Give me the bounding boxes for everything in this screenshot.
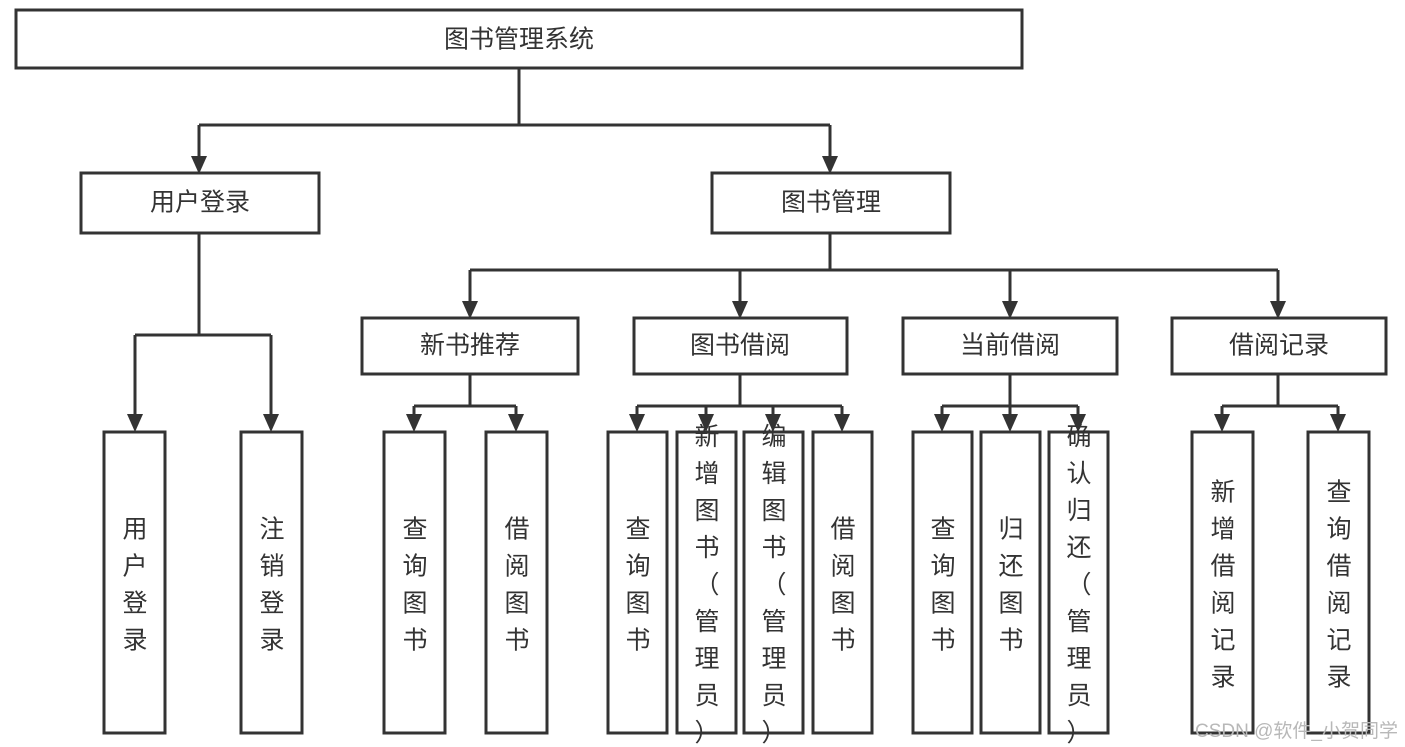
arrowhead-leaf-user-login <box>127 414 143 432</box>
arrowhead-user-login <box>191 156 207 174</box>
node-book-borrow-box[interactable] <box>632 316 849 376</box>
node-user-login-box[interactable] <box>79 171 321 235</box>
node-leaf-edit-book[interactable]: 编辑图书（管理员） <box>742 423 805 747</box>
arrowhead-leaf-borrow-book-2 <box>834 414 850 432</box>
arrowhead-leaf-query-book-2 <box>629 414 645 432</box>
node-leaf-user-login[interactable]: 用户登录 <box>102 430 167 735</box>
arrowhead-leaf-confirm-return <box>1070 414 1086 432</box>
node-root-label: 图书管理系统 <box>444 26 594 54</box>
node-leaf-add-book[interactable]: 新增图书（管理员） <box>675 423 738 747</box>
arrowhead-leaf-edit-book <box>765 414 781 432</box>
node-leaf-query-record[interactable]: 查询借阅记录 <box>1306 430 1371 735</box>
node-leaf-query-record-label: 查询借阅记录 <box>1326 478 1351 691</box>
arrowhead-leaf-borrow-book-1 <box>508 414 524 432</box>
node-leaf-return-book-box[interactable] <box>979 430 1042 735</box>
arrowhead-borrow-record <box>1270 301 1286 319</box>
node-borrow-record-box[interactable] <box>1170 316 1388 376</box>
node-leaf-logout-label: 注销登录 <box>259 515 284 654</box>
node-leaf-query-book-2-label: 查询图书 <box>625 515 650 654</box>
node-leaf-add-record[interactable]: 新增借阅记录 <box>1190 430 1255 735</box>
node-leaf-logout[interactable]: 注销登录 <box>239 430 304 735</box>
node-borrow-record-label: 借阅记录 <box>1229 332 1329 360</box>
node-leaf-confirm-return-box[interactable] <box>1047 430 1110 735</box>
node-leaf-borrow-book-1-box[interactable] <box>484 430 549 735</box>
node-leaf-user-login-box[interactable] <box>102 430 167 735</box>
node-leaf-query-book-1-box[interactable] <box>382 430 447 735</box>
node-new-book-recommend-label: 新书推荐 <box>420 332 520 360</box>
node-leaf-confirm-return[interactable]: 确认归还（管理员） <box>1047 423 1110 747</box>
node-book-borrow[interactable]: 图书借阅 <box>632 316 849 376</box>
arrowhead-book-borrow <box>732 301 748 319</box>
node-leaf-borrow-book-1-label: 借阅图书 <box>504 515 529 654</box>
node-leaf-query-book-2[interactable]: 查询图书 <box>606 430 669 735</box>
node-leaf-add-record-label: 新增借阅记录 <box>1210 478 1235 691</box>
arrowhead-leaf-add-record <box>1214 414 1230 432</box>
node-new-book-recommend-box[interactable] <box>360 316 580 376</box>
arrowhead-new-book-recommend <box>462 301 478 319</box>
arrowhead-book-manage <box>822 156 838 174</box>
node-leaf-confirm-return-label: 确认归还（管理员） <box>1066 423 1091 747</box>
node-leaf-add-book-box[interactable] <box>675 430 738 735</box>
node-user-login[interactable]: 用户登录 <box>79 171 321 235</box>
node-leaf-add-book-label: 新增图书（管理员） <box>694 423 719 747</box>
connectors-group <box>127 68 1346 432</box>
leaf-nodes-group: 用户登录 注销登录 查询图书 借阅图书 查询图书 新增图书（管理员） <box>102 423 1371 747</box>
node-leaf-return-book[interactable]: 归还图书 <box>979 430 1042 735</box>
arrowhead-leaf-return-book <box>1002 414 1018 432</box>
node-leaf-return-book-label: 归还图书 <box>998 515 1023 654</box>
node-user-login-label: 用户登录 <box>150 189 250 217</box>
node-book-borrow-label: 图书借阅 <box>690 332 790 360</box>
arrowhead-leaf-query-book-3 <box>934 414 950 432</box>
node-book-manage-label: 图书管理 <box>781 189 881 217</box>
arrowhead-leaf-query-record <box>1330 414 1346 432</box>
node-current-borrow-box[interactable] <box>901 316 1119 376</box>
node-book-manage[interactable]: 图书管理 <box>710 171 952 235</box>
node-leaf-query-book-1-label: 查询图书 <box>402 515 427 654</box>
node-leaf-borrow-book-1[interactable]: 借阅图书 <box>484 430 549 735</box>
node-leaf-query-book-3-label: 查询图书 <box>930 515 955 654</box>
node-leaf-query-record-box[interactable] <box>1306 430 1371 735</box>
arrowhead-leaf-add-book <box>698 414 714 432</box>
node-leaf-query-book-3[interactable]: 查询图书 <box>911 430 974 735</box>
node-current-borrow-label: 当前借阅 <box>960 332 1060 360</box>
node-leaf-query-book-3-box[interactable] <box>911 430 974 735</box>
arrowhead-current-borrow <box>1002 301 1018 319</box>
node-leaf-add-record-box[interactable] <box>1190 430 1255 735</box>
node-leaf-borrow-book-2[interactable]: 借阅图书 <box>811 430 874 735</box>
node-leaf-query-book-1[interactable]: 查询图书 <box>382 430 447 735</box>
csdn-watermark: CSDN @软件_小贺同学 <box>1195 720 1398 742</box>
node-leaf-user-login-label: 用户登录 <box>122 515 147 654</box>
node-leaf-edit-book-box[interactable] <box>742 430 805 735</box>
node-new-book-recommend[interactable]: 新书推荐 <box>360 316 580 376</box>
node-leaf-query-book-2-box[interactable] <box>606 430 669 735</box>
node-root-box[interactable] <box>14 8 1024 70</box>
node-book-manage-box[interactable] <box>710 171 952 235</box>
arrowhead-leaf-logout <box>263 414 279 432</box>
node-leaf-borrow-book-2-box[interactable] <box>811 430 874 735</box>
node-current-borrow[interactable]: 当前借阅 <box>901 316 1119 376</box>
node-borrow-record[interactable]: 借阅记录 <box>1170 316 1388 376</box>
node-leaf-logout-box[interactable] <box>239 430 304 735</box>
arrowhead-leaf-query-book-1 <box>406 414 422 432</box>
node-leaf-borrow-book-2-label: 借阅图书 <box>830 515 855 654</box>
node-root[interactable]: 图书管理系统 <box>14 8 1024 70</box>
node-leaf-edit-book-label: 编辑图书（管理员） <box>761 423 786 747</box>
